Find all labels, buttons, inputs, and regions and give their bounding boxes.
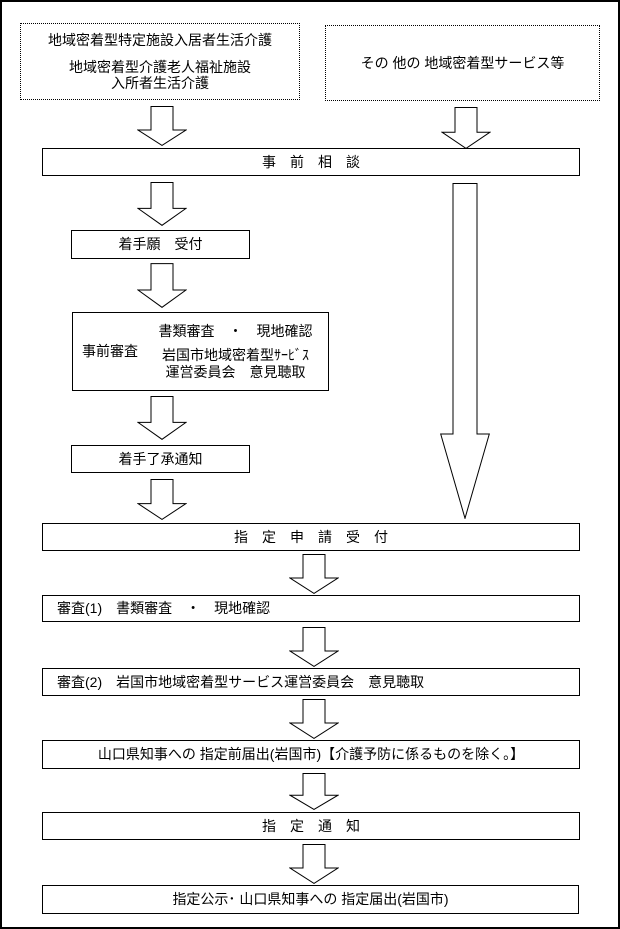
pre-examination-line2: 岩国市地域密着型ｻｰﾋﾞｽ — [162, 346, 309, 363]
step-examination1-bar: 審査(1) 書類審査 ・ 現地確認 — [42, 595, 580, 622]
step-commencement-approval-box: 着手了承通知 — [71, 445, 250, 473]
pre-examination-line1: 書類審査 ・ 現地確認 — [158, 322, 313, 339]
step-pre-designation-notification-bar: 山口県知事への 指定前届出(岩国市)【介護予防に係るものを除く。】 — [42, 740, 580, 769]
step-pre-consultation-bar: 事 前 相 談 — [42, 148, 580, 176]
step-designation-notice-bar: 指 定 通 知 — [42, 812, 580, 840]
down-arrow-icon — [289, 699, 339, 739]
source-box-other-services: その 他の 地域密着型サービス等 — [325, 25, 600, 101]
long-down-arrow-icon — [440, 183, 490, 519]
down-arrow-icon — [137, 106, 187, 146]
source-left-line3: 入所者生活介護 — [111, 75, 209, 91]
down-arrow-icon — [137, 182, 187, 226]
down-arrow-icon — [137, 396, 187, 440]
pre-examination-line3: 運営委員会 意見聴取 — [165, 363, 306, 380]
source-left-line2: 地域密着型介護老人福祉施設 — [69, 59, 251, 75]
down-arrow-icon — [441, 107, 491, 149]
pre-examination-label: 事前審査 — [82, 343, 138, 359]
down-arrow-icon — [289, 773, 339, 810]
down-arrow-icon — [137, 263, 187, 308]
step-commencement-request-box: 着手願 受付 — [71, 230, 250, 259]
down-arrow-icon — [289, 627, 339, 667]
down-arrow-icon — [289, 844, 339, 884]
step-public-announcement-bar: 指定公示･ 山口県知事への 指定届出(岩国市) — [42, 885, 579, 914]
down-arrow-icon — [137, 479, 187, 520]
step-designation-application-bar: 指 定 申 請 受 付 — [42, 523, 580, 551]
step-examination2-bar: 審査(2) 岩国市地域密着型サービス運営委員会 意見聴取 — [42, 668, 580, 696]
source-left-line1: 地域密着型特定施設入居者生活介護 — [48, 32, 272, 48]
source-right-label: その 他の 地域密着型サービス等 — [360, 55, 565, 71]
step-pre-examination-box: 事前審査 書類審査 ・ 現地確認 岩国市地域密着型ｻｰﾋﾞｽ 運営委員会 意見聴… — [72, 312, 329, 391]
source-box-facility-services: 地域密着型特定施設入居者生活介護 地域密着型介護老人福祉施設 入所者生活介護 — [20, 23, 300, 100]
down-arrow-icon — [289, 554, 339, 594]
